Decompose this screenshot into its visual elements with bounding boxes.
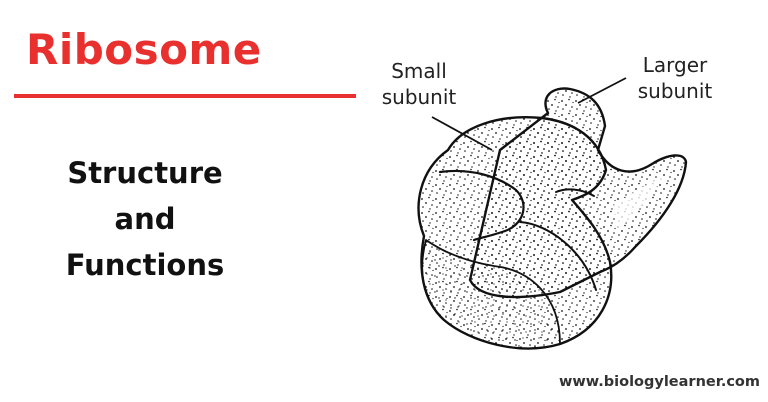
larger-subunit-label-line-1: Larger: [642, 53, 708, 77]
horn-highlight: [612, 176, 664, 230]
larger-subunit-label-line-2: subunit: [637, 79, 713, 103]
larger-subunit-label: Larger subunit: [626, 52, 724, 104]
small-subunit-leader: [431, 116, 493, 151]
small-subunit-label-line-1: Small: [391, 59, 447, 83]
page-title: Ribosome: [26, 25, 262, 74]
larger-subunit-leader: [577, 77, 627, 104]
title-underline: [14, 94, 356, 98]
subtitle-line-1: Structure: [67, 156, 223, 190]
fold-line-notch: [555, 188, 595, 197]
small-subunit-label-line-2: subunit: [381, 85, 457, 109]
subtitle-line-2: and: [114, 202, 176, 236]
website-credit: www.biologylearner.com: [559, 374, 760, 390]
small-subunit-label: Small subunit: [376, 58, 462, 110]
lower-flap-shape: [421, 239, 561, 350]
fold-line-lower: [519, 221, 597, 291]
subtitle: Structure and Functions: [30, 150, 260, 288]
ribosome-illustration: [417, 77, 688, 350]
fold-line-upper: [438, 169, 525, 242]
subtitle-line-3: Functions: [65, 248, 225, 282]
